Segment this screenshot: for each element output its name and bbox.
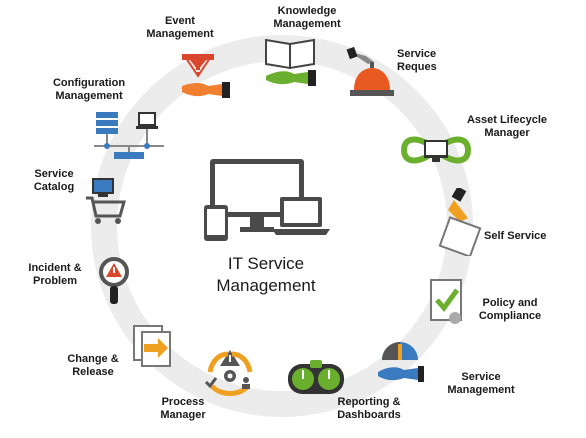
label-service-management: Service Management <box>447 371 515 396</box>
label-knowledge-management: Knowledge Management <box>273 5 341 30</box>
event-alert-icon <box>182 54 230 98</box>
label-asset-lifecycle: Asset Lifecycle Manager <box>466 114 548 139</box>
label-service-catalog: Service Catalog <box>33 168 75 193</box>
label-configuration-management: Configuration Management <box>52 77 126 102</box>
policy-check-icon <box>430 279 462 324</box>
label-policy-compliance: Policy and Compliance <box>478 297 542 322</box>
book-icon <box>265 38 316 86</box>
catalog-cart-icon <box>86 178 126 224</box>
service-bell-icon <box>346 46 394 96</box>
label-service-request: Service Reques <box>397 48 437 73</box>
devices-icon <box>204 159 330 241</box>
label-self-service: Self Service <box>484 230 547 242</box>
network-config-icon <box>94 112 164 159</box>
incident-magnifier-icon <box>99 257 129 304</box>
center-title: IT Service Management <box>216 254 316 295</box>
label-reporting-dashboards: Reporting & Dashboards <box>337 396 401 421</box>
label-change-release: Change & Release <box>67 353 119 378</box>
change-release-icon <box>133 325 171 367</box>
label-event-management: Event Management <box>146 15 214 40</box>
self-service-icon <box>438 188 482 256</box>
process-cycle-icon <box>204 350 253 396</box>
asset-lifecycle-icon <box>400 136 472 164</box>
service-gauge-icon <box>378 342 424 382</box>
dashboard-icon <box>288 360 344 394</box>
label-process-manager: Process Manager <box>160 396 206 421</box>
label-incident-problem: Incident & Problem <box>28 262 82 287</box>
